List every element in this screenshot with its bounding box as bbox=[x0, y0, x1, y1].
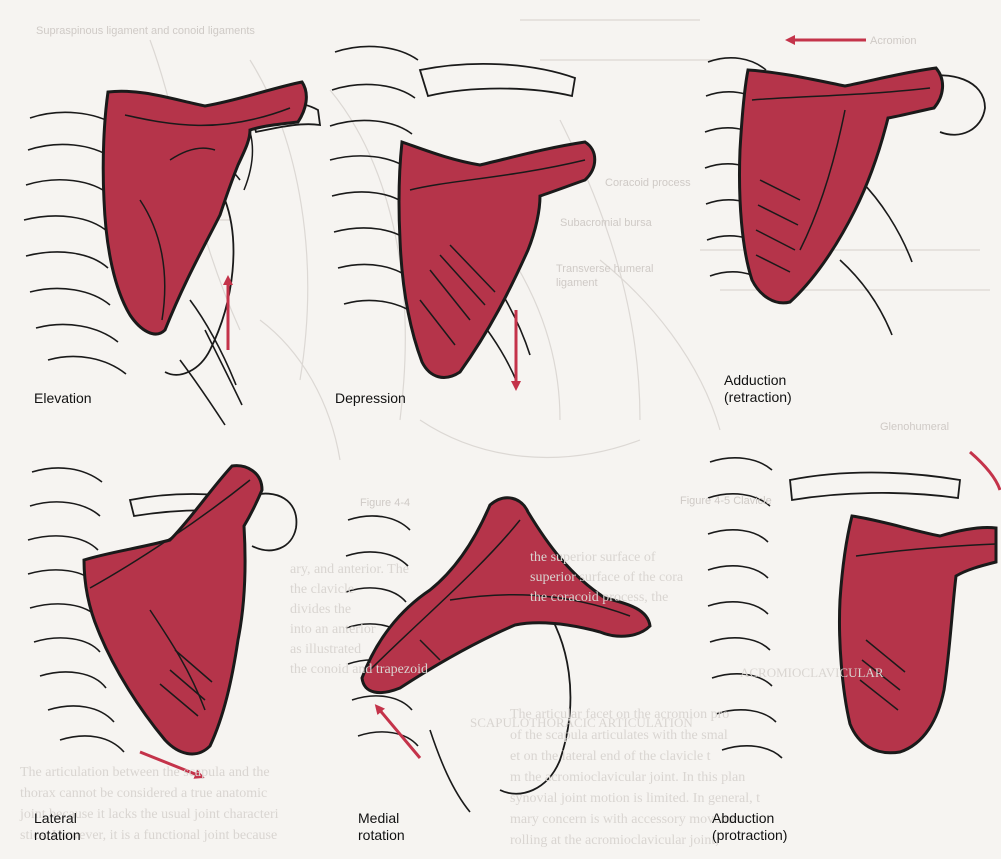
label-elevation: Elevation bbox=[34, 390, 92, 407]
bleed-text-1: Supraspinous ligament and conoid ligamen… bbox=[36, 24, 366, 38]
label-medial-rotation: Medial rotation bbox=[358, 810, 405, 844]
label-lateral-rotation: Lateral rotation bbox=[34, 810, 81, 844]
label-depression: Depression bbox=[335, 390, 406, 407]
panel-depression bbox=[330, 46, 595, 386]
bleed-text-2: Coracoid process bbox=[605, 176, 765, 190]
bleed-text-3: Subacromial bursa bbox=[560, 216, 720, 230]
scapula-shape bbox=[103, 82, 306, 334]
bleed-text-8: ACROMIOCLAVICULAR bbox=[740, 662, 990, 684]
bleed-text-13: Figure 4-4 bbox=[360, 496, 480, 510]
bleed-text-12: The articulation between the scapula and… bbox=[20, 762, 500, 846]
panel-lateral-rotation bbox=[28, 466, 296, 776]
rotation-arrow bbox=[970, 452, 1000, 490]
bleed-text-6: Glenohumeral bbox=[880, 420, 990, 434]
bleed-text-5: Acromion bbox=[870, 34, 970, 48]
label-adduction: Adduction (retraction) bbox=[724, 372, 792, 406]
scapula-shape bbox=[399, 142, 595, 377]
label-abduction: Abduction (protraction) bbox=[712, 810, 787, 844]
bleed-text-14: Figure 4-5 Clavicle bbox=[680, 494, 920, 508]
bleed-text-10: ary, and anterior. The the clavicle divi… bbox=[290, 560, 540, 680]
panel-elevation bbox=[24, 82, 320, 425]
bleed-text-4: Transverse humeral ligament bbox=[556, 262, 716, 290]
bleed-text-7: the superior surface of superior surface… bbox=[530, 548, 710, 608]
rotation-arrow bbox=[378, 708, 420, 758]
clavicle-outline bbox=[420, 64, 575, 96]
bleed-text-11: SCAPULOTHORACIC ARTICULATION bbox=[470, 712, 790, 734]
